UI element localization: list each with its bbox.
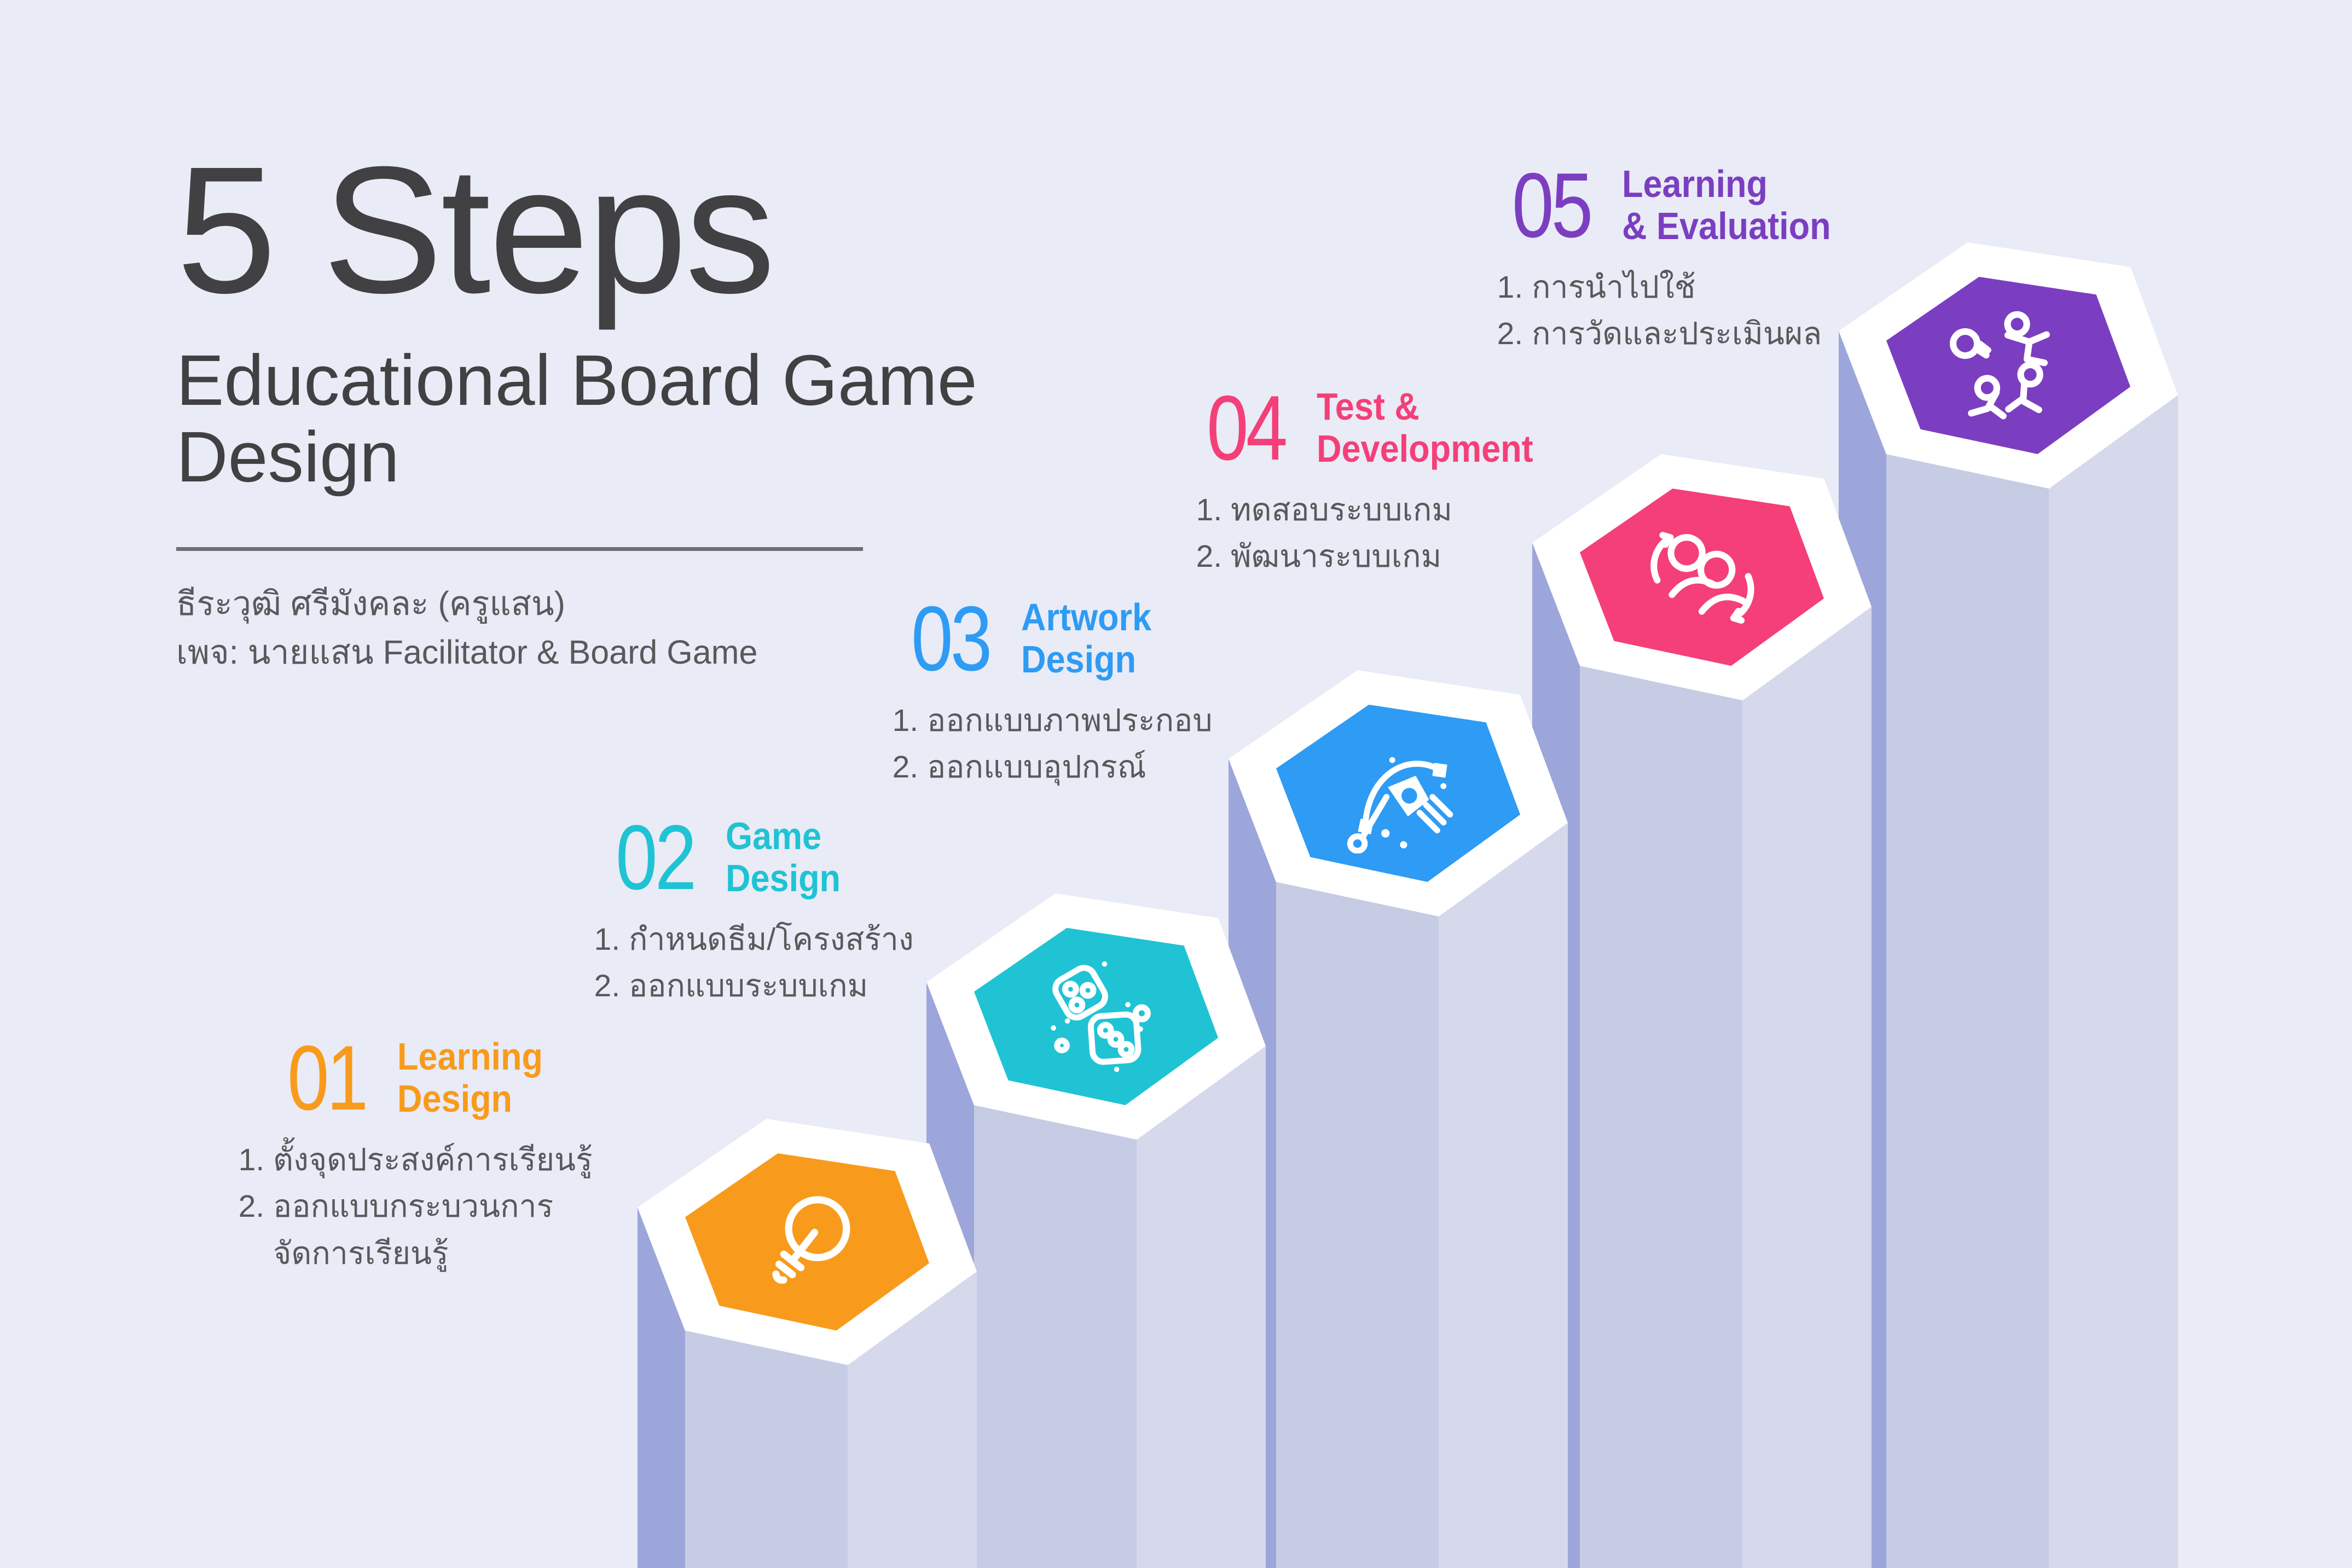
author-block: ธีระวุฒิ ศรีมังคละ (ครูแสน) เพจ: นายแสน … — [176, 579, 977, 676]
author-page: เพจ: นายแสน Facilitator & Board Game — [176, 633, 758, 671]
step-item: ตั้งจุดประสงค์การเรียนรู้ — [273, 1137, 700, 1184]
pillar-step-4 — [1532, 454, 1872, 1568]
step-item: การนำไปใช้ — [1532, 264, 1959, 311]
step-number: 05 — [1512, 154, 1593, 257]
step-item-list: ออกแบบภาพประกอบ ออกแบบอุปกรณ์ — [887, 698, 1354, 791]
step-item: กำหนดธีม/โครงสร้าง — [629, 916, 1056, 963]
step-head-05: 05 Learning & Evaluation — [1512, 154, 1959, 257]
step-number: 04 — [1207, 376, 1288, 479]
pillar-front-face — [1580, 666, 1742, 1568]
step-label-line: Design — [1021, 638, 1136, 681]
step-item: ออกแบบอุปกรณ์ — [927, 744, 1354, 791]
step-label: Artwork Design — [1021, 596, 1151, 681]
pen-tool-icon — [1347, 757, 1453, 853]
step-item-list: ทดสอบระบบเกม พัฒนาระบบเกม — [1190, 487, 1658, 580]
page-title: 5 Steps — [176, 129, 775, 330]
step-label-line: Artwork — [1021, 596, 1151, 639]
step-label-line: Game — [725, 815, 821, 858]
step-label-line: Test & — [1316, 385, 1420, 428]
step-item: พัฒนาระบบเกม — [1231, 533, 1658, 580]
step-label-line: Learning — [1621, 162, 1768, 206]
step-label-line: Development — [1316, 427, 1533, 471]
step-label: Test & Development — [1317, 386, 1533, 470]
step-block-03: 03 Artwork Design ออกแบบภาพประกอบ ออกแบบ… — [887, 587, 1354, 791]
step-block-05: 05 Learning & Evaluation การนำไปใช้ การว… — [1491, 154, 1959, 358]
step-item-list: ตั้งจุดประสงค์การเรียนรู้ ออกแบบกระบวนกา… — [233, 1137, 700, 1277]
pillar-front-face — [1276, 882, 1439, 1568]
collaboration-icon — [1950, 311, 2050, 420]
step-head-01: 01 Learning Design — [287, 1026, 700, 1129]
step-block-02: 02 Game Design กำหนดธีม/โครงสร้าง ออกแบบ… — [588, 806, 1056, 1010]
step-item-list: กำหนดธีม/โครงสร้าง ออกแบบระบบเกม — [588, 916, 1056, 1010]
step-block-01: 01 Learning Design ตั้งจุดประสงค์การเรีย… — [233, 1026, 700, 1277]
pillar-front-face — [974, 1105, 1137, 1568]
step-number: 02 — [616, 806, 697, 909]
step-item: ออกแบบกระบวนการ จัดการเรียนรู้ — [273, 1183, 700, 1277]
pillar-right-face — [1137, 1046, 1266, 1568]
header: 5 Steps Educational Board Game Design ธี… — [176, 140, 977, 676]
pillar-step-3 — [1229, 670, 1568, 1568]
pillar-front-face — [685, 1331, 848, 1568]
pillar-right-face — [1439, 823, 1568, 1568]
step-label-line: & Evaluation — [1621, 205, 1831, 248]
playtest-group-icon — [1650, 532, 1754, 624]
step-item: ออกแบบภาพประกอบ — [927, 698, 1354, 745]
step-label: Game Design — [726, 815, 841, 899]
step-item: ออกแบบระบบเกม — [629, 963, 1056, 1010]
step-head-03: 03 Artwork Design — [911, 587, 1354, 690]
pillar-step-2 — [926, 893, 1266, 1568]
step-item: ทดสอบระบบเกม — [1231, 487, 1658, 534]
step-label: Learning & Evaluation — [1622, 163, 1831, 247]
lightbulb-icon — [772, 1196, 850, 1284]
step-label-line: Learning — [397, 1035, 543, 1078]
pillar-step-1 — [638, 1119, 977, 1568]
step-head-02: 02 Game Design — [616, 806, 1056, 909]
step-head-04: 04 Test & Development — [1207, 376, 1658, 479]
step-label-line: Design — [725, 857, 841, 900]
step-item-list: การนำไปใช้ การวัดและประเมินผล — [1491, 264, 1959, 358]
step-label: Learning Design — [397, 1036, 543, 1120]
pillar-right-face — [1742, 607, 1872, 1568]
step-block-04: 04 Test & Development ทดสอบระบบเกม พัฒนา… — [1190, 376, 1658, 580]
subtitle-line-1: Educational Board Game — [176, 340, 977, 420]
step-number: 03 — [911, 587, 992, 690]
author-name: ธีระวุฒิ ศรีมังคละ (ครูแสน) — [176, 585, 565, 623]
pillar-step-5 — [1839, 242, 2178, 1568]
subtitle-line-2: Design — [176, 416, 399, 497]
dice-icon — [1051, 961, 1151, 1072]
divider — [176, 547, 863, 551]
pillar-front-face — [1886, 454, 2049, 1568]
pillar-right-face — [2049, 395, 2178, 1568]
step-number: 01 — [287, 1026, 368, 1129]
step-label-line: Design — [397, 1077, 512, 1120]
step-item: การวัดและประเมินผล — [1532, 311, 1959, 358]
page-subtitle: Educational Board Game Design — [176, 340, 977, 497]
